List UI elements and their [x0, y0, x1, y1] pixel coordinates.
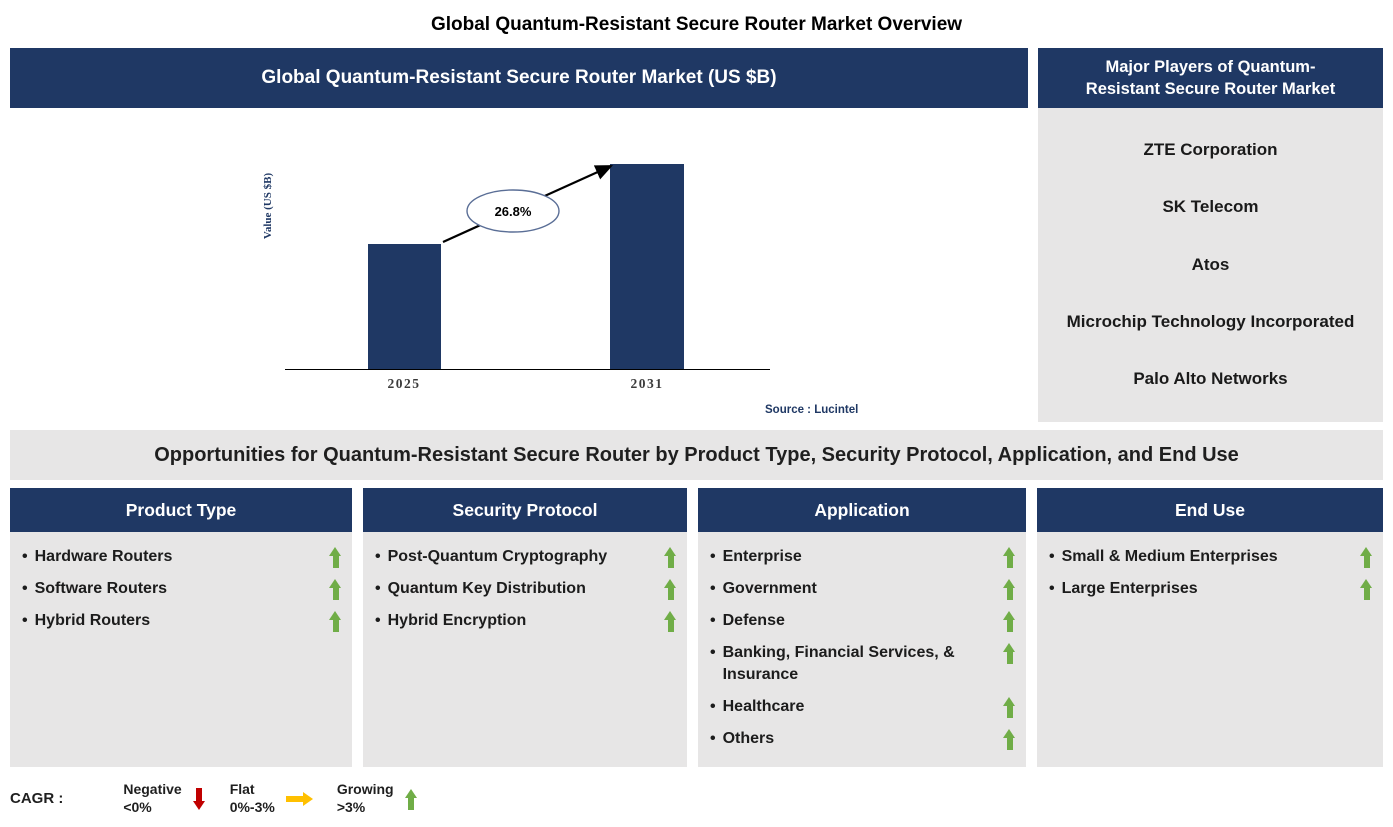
- segment-columns: Product Type Hardware Routers Software R…: [10, 488, 1383, 767]
- cagr-value: 26.8%: [495, 204, 532, 219]
- list-item: Defense: [710, 605, 1016, 637]
- list-item: Hybrid Encryption: [375, 605, 677, 637]
- list-item: SK Telecom: [1162, 197, 1259, 217]
- cagr-legend: CAGR : Negative <0% Flat 0%-3% Growing >…: [10, 781, 1383, 816]
- segment-label: Software Routers: [34, 580, 168, 597]
- segment-label: Hybrid Encryption: [387, 612, 527, 629]
- major-players-panel: Major Players of Quantum-Resistant Secur…: [1038, 48, 1383, 422]
- list-item: Microchip Technology Incorporated: [1066, 311, 1355, 331]
- cagr-ellipse: [466, 189, 560, 233]
- list-item: Healthcare: [710, 691, 1016, 723]
- up-arrow-icon: [1360, 547, 1373, 568]
- list-item: Post-Quantum Cryptography: [375, 541, 677, 573]
- legend-term-range: >3%: [336, 798, 366, 815]
- up-arrow-icon: [329, 579, 342, 600]
- segment-label: Hardware Routers: [34, 548, 173, 565]
- up-arrow-icon: [664, 611, 677, 632]
- segment-label: Government: [722, 580, 817, 597]
- list-item: Banking, Financial Services, & Insurance: [710, 637, 1016, 691]
- legend-item-growing: Growing >3%: [337, 781, 418, 816]
- segment-label: Large Enterprises: [1061, 580, 1198, 597]
- column-header: End Use: [1037, 488, 1383, 532]
- column-header: Application: [698, 488, 1026, 532]
- chart-bar: [368, 244, 441, 369]
- page-title: Global Quantum-Resistant Secure Router M…: [430, 14, 963, 35]
- up-arrow-icon: [329, 547, 342, 568]
- segment-label: Defense: [722, 612, 785, 629]
- list-item: Others: [710, 723, 1016, 755]
- chart-bar: [610, 164, 684, 369]
- top-row: Global Quantum-Resistant Secure Router M…: [10, 48, 1383, 422]
- up-arrow-icon: [664, 579, 677, 600]
- segment-label: Post-Quantum Cryptography: [387, 548, 608, 565]
- column-header: Security Protocol: [363, 488, 687, 532]
- list-item: Enterprise: [710, 541, 1016, 573]
- up-arrow-icon: [329, 611, 342, 632]
- x-tick-label: 2031: [630, 376, 664, 391]
- major-players-header: Major Players of Quantum-Resistant Secur…: [1038, 48, 1383, 108]
- list-item: Government: [710, 573, 1016, 605]
- list-item: Software Routers: [22, 573, 342, 605]
- legend-title: CAGR :: [10, 790, 64, 807]
- segment-label: Healthcare: [722, 698, 805, 715]
- list-item: Small & Medium Enterprises: [1049, 541, 1373, 573]
- list-item: Hardware Routers: [22, 541, 342, 573]
- segment-label: Enterprise: [722, 548, 802, 565]
- source-label: Source : Lucintel: [765, 404, 859, 416]
- legend-term: Negative <0%: [123, 781, 181, 816]
- up-arrow-icon: [1003, 579, 1016, 600]
- up-arrow-icon: [664, 547, 677, 568]
- legend-item-negative: Negative <0%: [123, 781, 205, 816]
- up-arrow-icon: [1003, 643, 1016, 664]
- legend-term-range: 0%-3%: [229, 798, 275, 815]
- segment-label: Small & Medium Enterprises: [1061, 548, 1278, 565]
- up-arrow-icon: [1003, 611, 1016, 632]
- column-body: Hardware Routers Software Routers Hybrid…: [10, 532, 352, 767]
- column-body: Small & Medium Enterprises Large Enterpr…: [1037, 532, 1383, 767]
- column-product-type: Product Type Hardware Routers Software R…: [10, 488, 352, 767]
- legend-term: Flat 0%-3%: [230, 781, 275, 816]
- list-item: Atos: [1191, 254, 1230, 274]
- legend-term-label: Flat: [229, 781, 255, 797]
- right-arrow-icon: [285, 791, 313, 806]
- up-arrow-icon: [1003, 729, 1016, 750]
- up-arrow-icon: [404, 788, 418, 810]
- legend-term: Growing >3%: [337, 781, 394, 816]
- up-arrow-icon: [1003, 547, 1016, 568]
- segment-label: Others: [722, 730, 775, 747]
- legend-item-flat: Flat 0%-3%: [230, 781, 313, 816]
- column-body: Post-Quantum Cryptography Quantum Key Di…: [363, 532, 687, 767]
- cagr-annotation: 26.8%: [442, 164, 614, 244]
- legend-term-label: Negative: [123, 781, 182, 797]
- opportunities-band-title: Opportunities for Quantum-Resistant Secu…: [10, 430, 1383, 480]
- column-application: Application Enterprise Government Defens…: [698, 488, 1026, 767]
- market-chart-panel: Global Quantum-Resistant Secure Router M…: [10, 48, 1028, 422]
- column-security-protocol: Security Protocol Post-Quantum Cryptogra…: [363, 488, 687, 767]
- list-item: Quantum Key Distribution: [375, 573, 677, 605]
- major-players-list: ZTE Corporation SK Telecom Atos Microchi…: [1038, 108, 1383, 422]
- legend-term-range: <0%: [123, 798, 152, 815]
- list-item: Palo Alto Networks: [1133, 368, 1288, 388]
- up-arrow-icon: [1360, 579, 1373, 600]
- x-axis-line: [285, 369, 770, 370]
- column-end-use: End Use Small & Medium Enterprises Large…: [1037, 488, 1383, 767]
- list-item: ZTE Corporation: [1143, 140, 1278, 160]
- x-tick-label: 2025: [387, 376, 421, 391]
- list-item: Hybrid Routers: [22, 605, 342, 637]
- up-arrow-icon: [1003, 697, 1016, 718]
- segment-label: Banking, Financial Services, & Insurance: [722, 644, 955, 683]
- chart-panel-header: Global Quantum-Resistant Secure Router M…: [10, 48, 1028, 108]
- column-header: Product Type: [10, 488, 352, 532]
- legend-term-label: Growing: [336, 781, 394, 797]
- column-body: Enterprise Government Defense Banking, F…: [698, 532, 1026, 767]
- list-item: Large Enterprises: [1049, 573, 1373, 605]
- bar-chart: Value (US $B) 2025 2031 26.8% So: [10, 108, 1028, 422]
- segment-label: Hybrid Routers: [34, 612, 151, 629]
- down-arrow-icon: [192, 787, 206, 810]
- segment-label: Quantum Key Distribution: [387, 580, 586, 597]
